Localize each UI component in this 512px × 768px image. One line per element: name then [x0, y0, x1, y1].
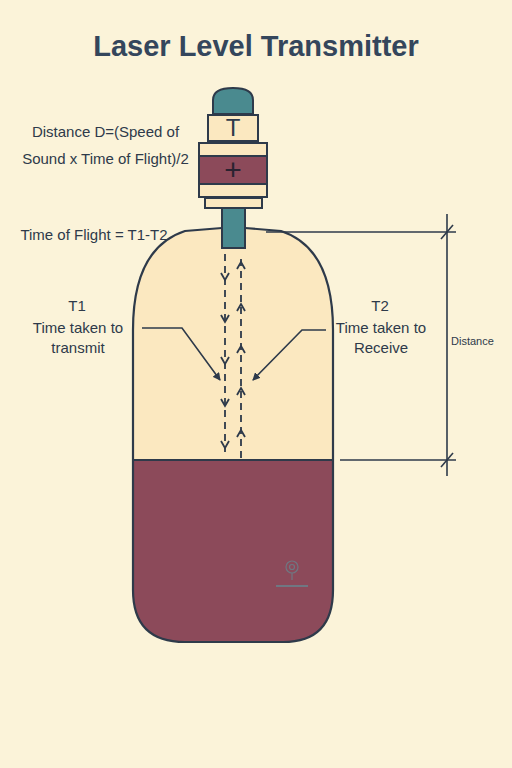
beam-line [240, 254, 242, 458]
leader-line [142, 328, 220, 380]
dimension-label: Distance [451, 332, 509, 351]
tank-fill [120, 220, 350, 650]
laser-beams [221, 254, 245, 458]
callout-text: Time taken to Receive [326, 318, 436, 358]
beam-arrowhead [237, 304, 245, 311]
formula-text: Time of Flight = T1-T2 [14, 222, 174, 248]
laser-probe [222, 208, 245, 248]
beam-arrowhead [237, 262, 245, 269]
logo-watermark [276, 561, 308, 586]
beam-arrowhead [221, 399, 229, 406]
transmitter-cap: T [207, 114, 259, 142]
transmitter-dome [213, 88, 253, 114]
beam-arrowhead [237, 346, 245, 353]
dimension-lines [266, 214, 456, 476]
leader-line [253, 330, 326, 380]
callout-text: Time taken to transmit [18, 318, 138, 358]
beam-arrowhead [221, 441, 229, 448]
node-text: T [226, 116, 241, 140]
callout-label: T2 [328, 296, 432, 315]
tank-outline [133, 228, 333, 642]
beam-arrowhead [221, 273, 229, 280]
diagram-title: Laser Level Transmitter [0, 30, 512, 63]
beam-arrowhead [237, 388, 245, 395]
beam-arrowhead [237, 430, 245, 437]
callout-label: T1 [22, 296, 132, 315]
beam-line [224, 254, 226, 452]
transmitter-neck [205, 198, 262, 208]
beam-arrowhead [221, 357, 229, 364]
node-text: + [224, 155, 242, 185]
liquid-surface [133, 459, 333, 461]
transmitter-body: + [198, 142, 268, 198]
formula-text: Distance D=(Speed of Sound x Time of Fli… [18, 118, 193, 172]
beam-arrowhead [221, 315, 229, 322]
